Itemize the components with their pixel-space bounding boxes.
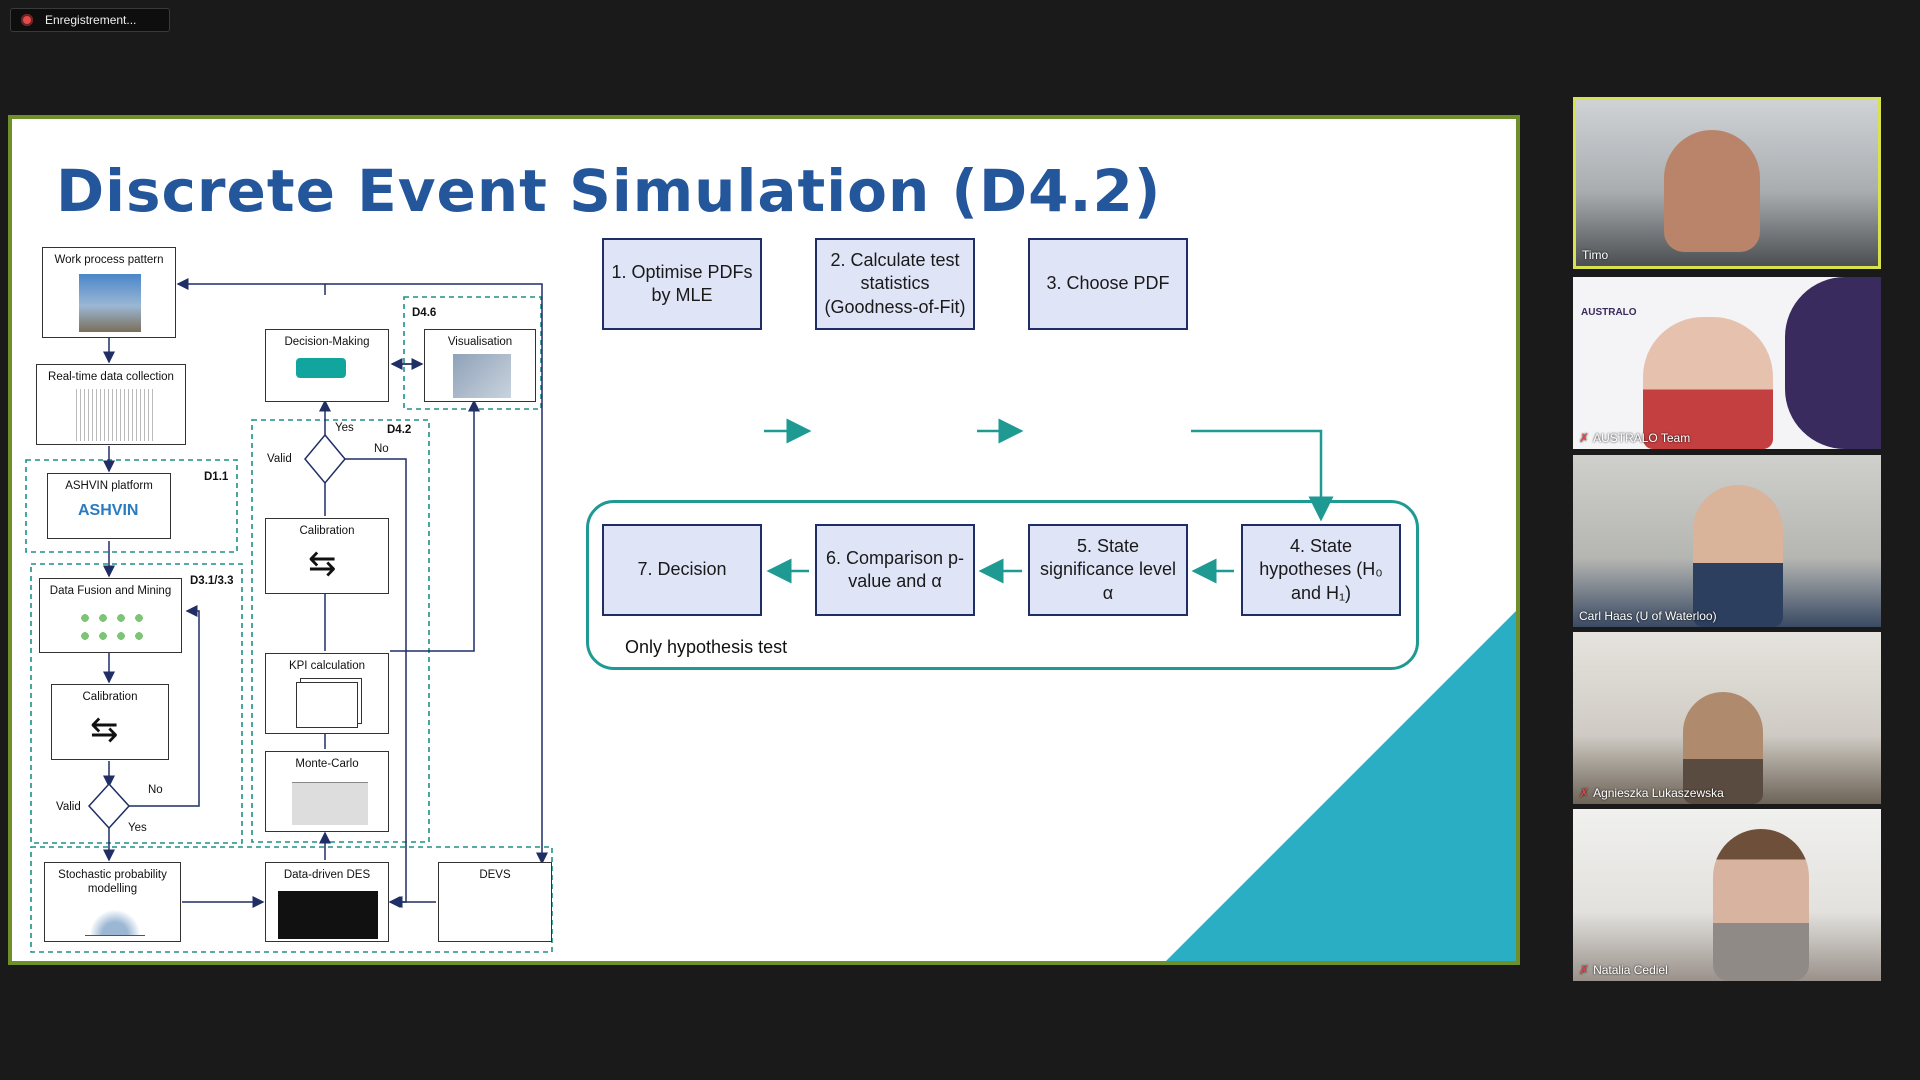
data-fusion-box: Data Fusion and Mining: [39, 578, 182, 653]
ashvin-platform-label: ASHVIN platform: [65, 480, 153, 492]
ashvin-platform-box: ASHVIN platform ASHVIN: [47, 473, 171, 539]
kpi-label: KPI calculation: [288, 660, 366, 672]
recording-label: Enregistrement...: [45, 13, 137, 27]
ashvin-logo: ASHVIN: [78, 502, 139, 519]
signal-chart-thumb: [73, 389, 153, 441]
3d-model-thumb: [453, 354, 511, 398]
participant-video: [1693, 485, 1783, 627]
step-decision: 7. Decision: [602, 524, 762, 616]
participant-video: [1713, 829, 1809, 981]
mic-muted-icon: ✗: [1579, 786, 1590, 800]
realtime-label: Real-time data collection: [48, 371, 174, 383]
no-mid-label: No: [374, 443, 389, 455]
d42-label: D4.2: [387, 424, 412, 436]
d11-label: D1.1: [204, 471, 229, 483]
slide-title: Discrete Event Simulation (D4.2): [56, 157, 1162, 225]
hypothesis-test-group: [586, 500, 1419, 670]
recording-indicator: Enregistrement...: [10, 8, 170, 32]
mining-diagram-thumb: [76, 609, 148, 645]
visualisation-label: Visualisation: [447, 336, 513, 348]
work-process-label: Work process pattern: [54, 254, 164, 266]
background-shape: [1785, 277, 1881, 449]
no-left-label: No: [148, 784, 163, 796]
calibration-icon: ⇆: [308, 545, 337, 583]
decision-making-box: Decision-Making: [265, 329, 389, 402]
calibration-mid-box: Calibration ⇆: [265, 518, 389, 594]
chat-icon: [296, 358, 346, 378]
participant-tile[interactable]: Carl Haas (U of Waterloo): [1573, 455, 1881, 627]
construction-photo: [79, 274, 141, 332]
monte-carlo-thumb: [292, 782, 368, 825]
step-significance: 5. State significance level α: [1028, 524, 1188, 616]
d313-label: D3.1/3.3: [190, 575, 234, 587]
mic-muted-icon: ✗: [1579, 963, 1590, 977]
d46-label: D4.6: [412, 307, 437, 319]
data-driven-des-label: Data-driven DES: [283, 869, 371, 881]
realtime-box: Real-time data collection: [36, 364, 186, 445]
participant-name: Carl Haas (U of Waterloo): [1579, 609, 1717, 623]
yes-left-label: Yes: [128, 822, 147, 834]
monte-carlo-label: Monte-Carlo: [295, 758, 359, 770]
participant-video: [1683, 692, 1763, 804]
calibration-left-box: Calibration ⇆: [51, 684, 169, 760]
step-comparison: 6. Comparison p-value and α: [815, 524, 975, 616]
decision-making-label: Decision-Making: [284, 336, 370, 348]
visualisation-box: Visualisation: [424, 329, 536, 402]
step-test-statistics: 2. Calculate test statistics (Goodness-o…: [815, 238, 975, 330]
record-icon: [21, 14, 33, 26]
participant-name: ✗Natalia Cediel: [1579, 963, 1668, 977]
step-choose-pdf: 3. Choose PDF: [1028, 238, 1188, 330]
yes-mid-label: Yes: [335, 422, 354, 434]
step-optimise: 1. Optimise PDFs by MLE: [602, 238, 762, 330]
participant-tile[interactable]: Timo: [1573, 97, 1881, 269]
bell-curve-thumb: [85, 905, 145, 936]
calibration-left-label: Calibration: [82, 691, 138, 703]
documents-icon: [296, 682, 358, 728]
mic-muted-icon: ✗: [1579, 431, 1590, 445]
hypothesis-test-label: Only hypothesis test: [625, 637, 788, 657]
step-hypotheses: 4. State hypotheses (H₀ and H₁): [1241, 524, 1401, 616]
stochastic-box: Stochastic probability modelling: [44, 862, 181, 942]
monte-carlo-box: Monte-Carlo: [265, 751, 389, 832]
data-driven-des-box: Data-driven DES: [265, 862, 389, 942]
valid-mid-label: Valid: [267, 453, 292, 465]
stochastic-label: Stochastic probability modelling: [58, 869, 167, 895]
participant-name: ✗Agnieszka Lukaszewska: [1579, 786, 1724, 800]
data-fusion-label: Data Fusion and Mining: [49, 585, 172, 597]
kpi-box: KPI calculation: [265, 653, 389, 734]
participant-tile[interactable]: ✗Agnieszka Lukaszewska: [1573, 632, 1881, 804]
devs-box: DEVS: [438, 862, 552, 942]
work-process-box: Work process pattern: [42, 247, 176, 338]
participant-video: [1643, 317, 1773, 449]
participant-video: [1664, 130, 1760, 252]
participant-name: Timo: [1582, 248, 1609, 262]
australo-logo: AUSTRALO: [1581, 307, 1637, 318]
terminal-thumb: [278, 891, 378, 939]
calibration-icon: ⇆: [90, 711, 119, 749]
participant-name: ✗AUSTRALO Team: [1579, 431, 1691, 445]
calibration-mid-label: Calibration: [299, 525, 355, 537]
participant-tile[interactable]: AUSTRALO ✗AUSTRALO Team: [1573, 277, 1881, 449]
participant-tile[interactable]: ✗Natalia Cediel: [1573, 809, 1881, 981]
valid-left-label: Valid: [56, 801, 81, 813]
shared-slide: Discrete Event Simulation (D4.2): [8, 115, 1520, 965]
devs-label: DEVS: [479, 869, 511, 881]
